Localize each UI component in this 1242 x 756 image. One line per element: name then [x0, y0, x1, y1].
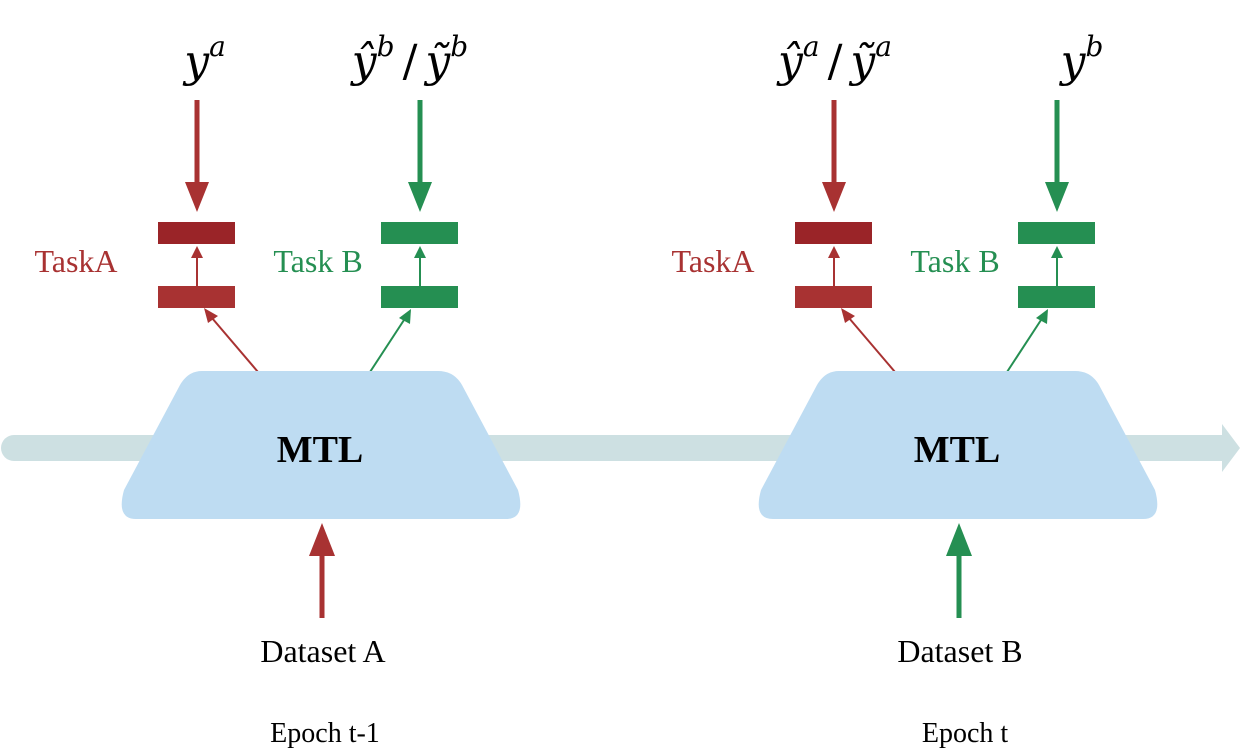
- trunk-to-task-b-arrowhead: [1036, 309, 1048, 324]
- trunk-to-task-a-arrow: [211, 317, 259, 373]
- dataset-label: Dataset B: [897, 633, 1022, 669]
- output-arrowhead-task-b: [408, 182, 432, 212]
- mtl-model-block: [121, 371, 521, 519]
- task-a-hidden-layer: [795, 286, 872, 308]
- epoch-label: Epoch t-1: [270, 718, 380, 749]
- task-a-inner-arrowhead: [191, 246, 203, 258]
- output-b-label: ŷb/ỹb: [350, 30, 468, 87]
- dataset-input-arrowhead: [309, 523, 335, 556]
- trunk-to-task-b-arrow: [369, 319, 405, 373]
- model-label: MTL: [277, 429, 364, 471]
- output-arrowhead-task-b: [1045, 182, 1069, 212]
- task-a-label: TaskA: [671, 243, 754, 279]
- task-a-hidden-layer: [158, 286, 235, 308]
- task-a-output-layer: [158, 222, 235, 244]
- trunk-to-task-b-arrow: [1006, 319, 1042, 373]
- output-b-label: yb: [1059, 30, 1104, 87]
- output-arrowhead-task-a: [185, 182, 209, 212]
- task-a-inner-arrowhead: [828, 246, 840, 258]
- output-a-label: ya: [182, 30, 226, 87]
- task-b-output-layer: [1018, 222, 1095, 244]
- output-a-label: ŷa/ỹa: [776, 30, 892, 87]
- dataset-input-arrowhead: [946, 523, 972, 556]
- epoch-group-1: [121, 100, 521, 618]
- model-label: MTL: [914, 429, 1001, 471]
- task-b-output-layer: [381, 222, 458, 244]
- dataset-label: Dataset A: [260, 633, 385, 669]
- task-b-label: Task B: [910, 243, 999, 279]
- output-arrowhead-task-a: [822, 182, 846, 212]
- task-a-label: TaskA: [34, 243, 117, 279]
- task-b-inner-arrowhead: [414, 246, 426, 258]
- mtl-model-block: [758, 371, 1158, 519]
- epoch-label: Epoch t: [922, 718, 1009, 749]
- task-b-label: Task B: [273, 243, 362, 279]
- trunk-to-task-b-arrowhead: [399, 309, 411, 324]
- trunk-to-task-a-arrowhead: [204, 308, 218, 323]
- task-b-hidden-layer: [381, 286, 458, 308]
- trunk-to-task-a-arrowhead: [841, 308, 855, 323]
- task-a-output-layer: [795, 222, 872, 244]
- task-b-hidden-layer: [1018, 286, 1095, 308]
- trunk-to-task-a-arrow: [848, 317, 896, 373]
- epoch-group-2: [758, 100, 1158, 618]
- task-b-inner-arrowhead: [1051, 246, 1063, 258]
